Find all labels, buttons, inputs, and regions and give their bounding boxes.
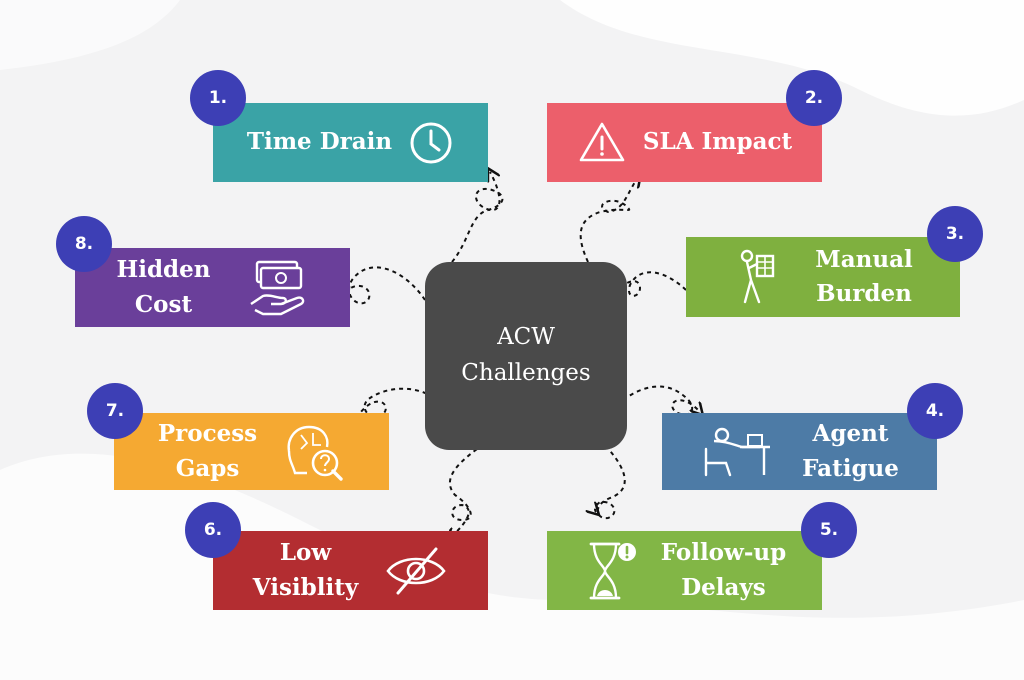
card-low-visibility-line1: Low — [279, 539, 332, 566]
badge-1: 1. — [190, 70, 246, 126]
card-time-drain: Time Drain — [213, 103, 488, 182]
connector-sla-impact — [579, 178, 638, 263]
card-process-gaps-line1: Process — [157, 420, 258, 447]
card-low-visibility-line2: Visiblity — [252, 573, 359, 601]
badge-7: 7. — [87, 383, 143, 439]
card-sla-impact: SLA Impact — [547, 103, 822, 182]
card-manual-burden: Manual Burden — [686, 237, 960, 317]
badge-4: 4. — [907, 383, 963, 439]
card-time-drain-label: Time Drain — [246, 128, 393, 156]
card-sla-impact-label: SLA Impact — [642, 128, 793, 156]
card-hidden-cost-line2: Cost — [134, 290, 193, 318]
card-manual-burden-line2: Burden — [816, 280, 912, 307]
center-title-line2: Challenges — [461, 360, 591, 386]
card-followup-delays: Follow-up Delays — [547, 531, 822, 610]
money-hand-icon — [249, 260, 304, 315]
burdened-person-icon — [741, 249, 775, 304]
connector-time-drain — [451, 172, 504, 263]
badge-6: 6. — [185, 502, 241, 558]
badge-5: 5. — [801, 502, 857, 558]
badge-2: 2. — [786, 70, 842, 126]
connector-manual-burden — [614, 271, 687, 298]
card-agent-fatigue-line1: Agent — [812, 420, 889, 447]
connector-low-visibility — [450, 439, 491, 538]
card-process-gaps: Process Gaps — [114, 413, 389, 490]
card-agent-fatigue: Agent Fatigue — [662, 413, 937, 490]
connector-followup-delays — [595, 439, 626, 520]
eye-slash-icon — [386, 547, 446, 594]
connector-agent-fatigue — [616, 385, 700, 414]
hourglass-alert-icon — [589, 542, 636, 599]
brain-puzzle-icon — [287, 425, 343, 481]
badge-3: 3. — [927, 206, 983, 262]
warning-icon — [579, 122, 625, 161]
card-agent-fatigue-line2: Fatigue — [802, 454, 899, 482]
card-low-visibility: Low Visiblity — [213, 531, 488, 610]
center-title-line1: ACW — [497, 324, 555, 351]
center-box: ACW Challenges — [425, 262, 627, 450]
tired-agent-icon — [704, 427, 771, 476]
card-followup-delays-line2: Delays — [681, 573, 766, 601]
card-hidden-cost: Hidden Cost — [75, 248, 350, 327]
card-hidden-cost-line1: Hidden — [116, 256, 211, 283]
card-manual-burden-line1: Manual — [815, 245, 913, 273]
card-followup-delays-line1: Follow-up — [660, 539, 787, 566]
card-process-gaps-line2: Gaps — [175, 454, 240, 482]
badge-8: 8. — [56, 216, 112, 272]
clock-icon — [410, 122, 452, 163]
